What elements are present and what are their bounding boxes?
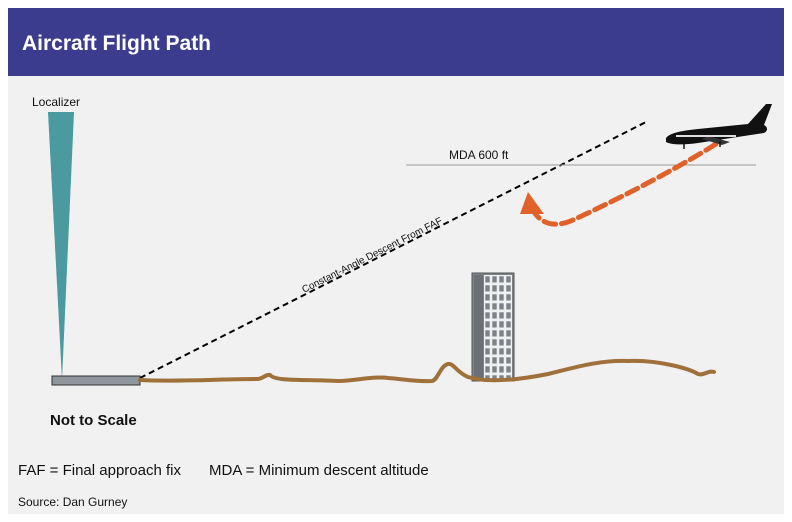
legend-mda: MDA = Minimum descent altitude	[209, 462, 429, 479]
scale-note: Not to Scale	[50, 412, 137, 429]
header-bar: Aircraft Flight Path	[8, 8, 784, 76]
terrain-line	[138, 358, 716, 384]
building	[471, 272, 515, 382]
source-note: Source: Dan Gurney	[18, 495, 128, 509]
descent-label: Constant-Angle Descent From FAF	[300, 216, 444, 296]
airplane-icon	[666, 104, 772, 149]
flight-path-diagram: Localizer Constant-Angle Descent From FA…	[32, 95, 772, 386]
legend: FAF = Final approach fix MDA = Minimum de…	[18, 462, 457, 479]
legend-faf: FAF = Final approach fix	[18, 462, 181, 479]
figure-frame: Aircraft Flight Path Localizer Constant-…	[8, 8, 784, 514]
flight-path-arrow	[520, 141, 719, 227]
mda-label: MDA 600 ft	[449, 148, 509, 162]
runway	[51, 375, 141, 386]
localizer-beam	[48, 112, 74, 380]
localizer-label: Localizer	[32, 95, 80, 109]
page-title: Aircraft Flight Path	[22, 32, 212, 55]
